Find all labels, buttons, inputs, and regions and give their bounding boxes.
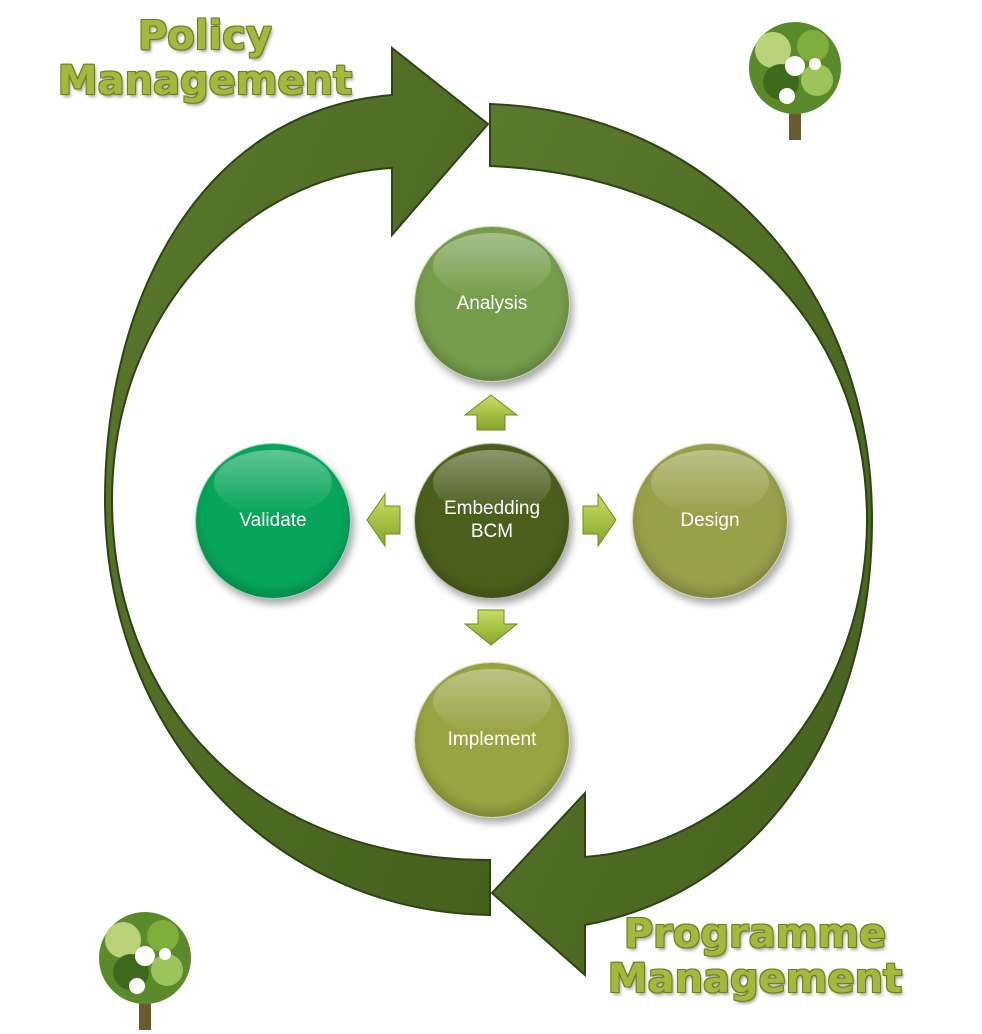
node-label: Design bbox=[680, 509, 740, 531]
programme-management-heading: Programme Management bbox=[595, 912, 915, 1002]
node-label: Analysis bbox=[456, 292, 528, 314]
arrow-down-icon bbox=[463, 609, 519, 646]
arrow-up-icon bbox=[463, 394, 519, 431]
embedding-bcm-node: Embedding BCM bbox=[414, 443, 570, 599]
arrow-right-icon bbox=[582, 492, 617, 548]
cycle-arrow-right bbox=[489, 102, 874, 978]
center-label: Embedding BCM bbox=[434, 498, 550, 544]
node-label: Validate bbox=[239, 509, 307, 531]
center-label-line: Embedding bbox=[443, 498, 541, 520]
tree-logo-icon bbox=[99, 912, 191, 1030]
arrow-left-icon bbox=[366, 492, 401, 548]
heading-line: Policy bbox=[137, 13, 272, 59]
heading-line: Management bbox=[57, 57, 353, 104]
analysis-node: Analysis bbox=[414, 226, 570, 382]
cycle-arrow-left bbox=[103, 45, 491, 917]
policy-management-heading: Policy Management bbox=[40, 14, 370, 104]
design-node: Design bbox=[632, 443, 788, 599]
node-label: Implement bbox=[447, 728, 537, 750]
center-label-line: BCM bbox=[470, 521, 514, 542]
tree-logo-icon bbox=[749, 22, 841, 140]
implement-node: Implement bbox=[414, 662, 570, 818]
validate-node: Validate bbox=[195, 443, 351, 599]
heading-line: Programme bbox=[623, 911, 887, 957]
heading-line: Management bbox=[607, 955, 903, 1002]
